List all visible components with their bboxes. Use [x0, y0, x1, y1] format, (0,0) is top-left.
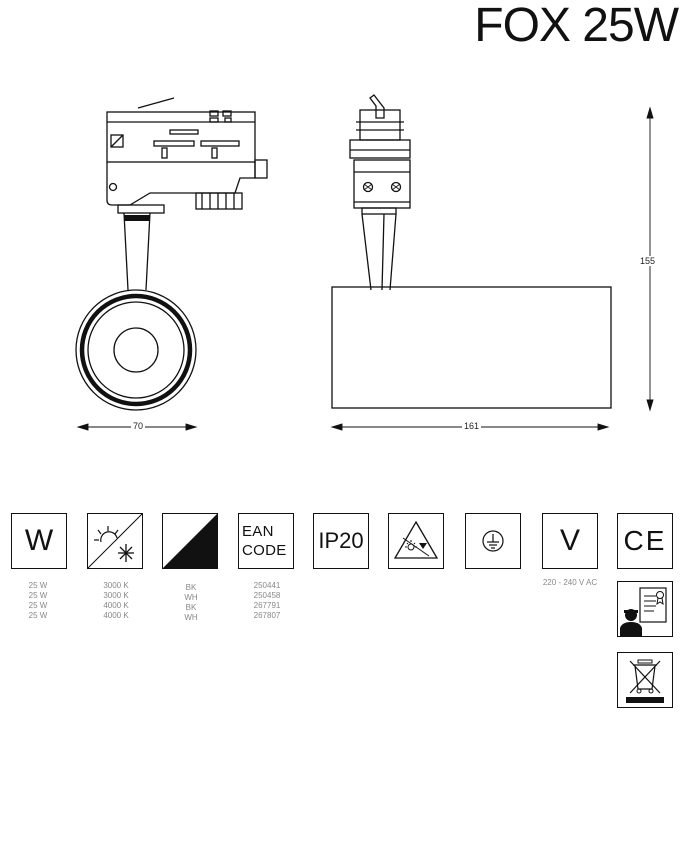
finish-value: WH	[184, 593, 198, 602]
weee-bin-icon	[617, 652, 673, 708]
product-title: FOX 25W	[474, 0, 679, 52]
dimension-side-width: 161	[462, 421, 482, 431]
color-temperature-value: 3000 K	[103, 591, 129, 600]
power-values: 25 W 25 W 25 W 25 W	[14, 581, 62, 621]
dimension-height: 155	[638, 256, 658, 266]
ean-code-icon: EAN CODE	[238, 513, 294, 569]
front-view-adapter	[106, 97, 268, 291]
power-value: 25 W	[28, 581, 48, 590]
front-view-head	[75, 289, 197, 411]
ean-code-value: 267807	[253, 611, 281, 620]
dimension-front-width: 70	[131, 421, 146, 431]
black-white-finish-icon	[162, 513, 218, 569]
power-value: 25 W	[28, 601, 48, 610]
ean-code-value: 250441	[253, 581, 281, 590]
color-temperature-value: 4000 K	[103, 611, 129, 620]
side-view	[331, 94, 612, 409]
power-icon: W	[11, 513, 67, 569]
finish-value: WH	[184, 613, 198, 622]
protective-earth-icon	[465, 513, 521, 569]
voltage-icon: V	[542, 513, 598, 569]
ean-code-value: 250458	[253, 591, 281, 600]
voltage-value: 220 - 240 V AC	[542, 578, 598, 587]
technical-drawing	[75, 94, 654, 431]
finish-values: BK WH BK WH	[166, 583, 216, 623]
sun-snowflake-icon	[87, 513, 143, 569]
ean-code-values: 250441 250458 267791 267807	[242, 581, 292, 621]
power-value: 25 W	[28, 611, 48, 620]
color-temperature-value: 4000 K	[103, 601, 129, 610]
voltage-values: 220 - 240 V AC	[530, 578, 610, 588]
qualified-installer-icon	[617, 581, 673, 637]
finish-value: BK	[185, 583, 197, 592]
ean-code-value: 267791	[253, 601, 281, 610]
finish-value: BK	[185, 603, 197, 612]
ce-mark-icon: CE	[617, 513, 673, 569]
ip-rating-icon: IP20	[313, 513, 369, 569]
no-insulation-cover-icon	[388, 513, 444, 569]
power-value: 25 W	[28, 591, 48, 600]
color-temperature-value: 3000 K	[103, 581, 129, 590]
color-temperature-values: 3000 K 3000 K 4000 K 4000 K	[90, 581, 142, 621]
